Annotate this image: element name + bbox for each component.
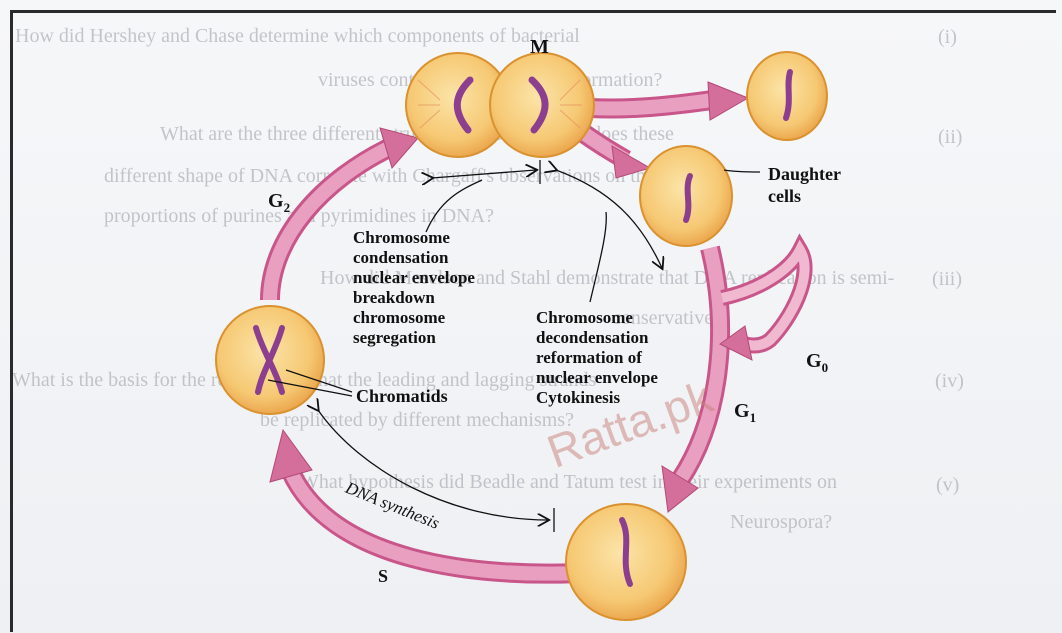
g2-cell bbox=[216, 306, 324, 414]
daughter-cells-label: Daughter cells bbox=[768, 163, 841, 207]
g2-arrowhead bbox=[270, 430, 312, 482]
g1-cell bbox=[566, 504, 686, 620]
chromosome bbox=[686, 176, 690, 220]
phase-m-label: M bbox=[530, 36, 549, 59]
daughter-cell bbox=[640, 146, 732, 246]
phase-g2-label: G2 bbox=[268, 190, 290, 216]
g1-arrow bbox=[680, 248, 720, 480]
chromosome bbox=[786, 72, 790, 118]
dividing-cell bbox=[406, 53, 594, 157]
mitosis-note: Chromosome condensation nuclear envelope… bbox=[353, 228, 475, 348]
phase-s-label: S bbox=[378, 566, 388, 587]
daughter-cell bbox=[747, 52, 827, 140]
phase-g1-label: G1 bbox=[734, 400, 756, 426]
division-arrowhead bbox=[708, 82, 748, 120]
chromatids-label: Chromatids bbox=[356, 386, 448, 407]
phase-g0-label: G0 bbox=[806, 350, 828, 376]
m-arrowhead bbox=[380, 128, 418, 168]
